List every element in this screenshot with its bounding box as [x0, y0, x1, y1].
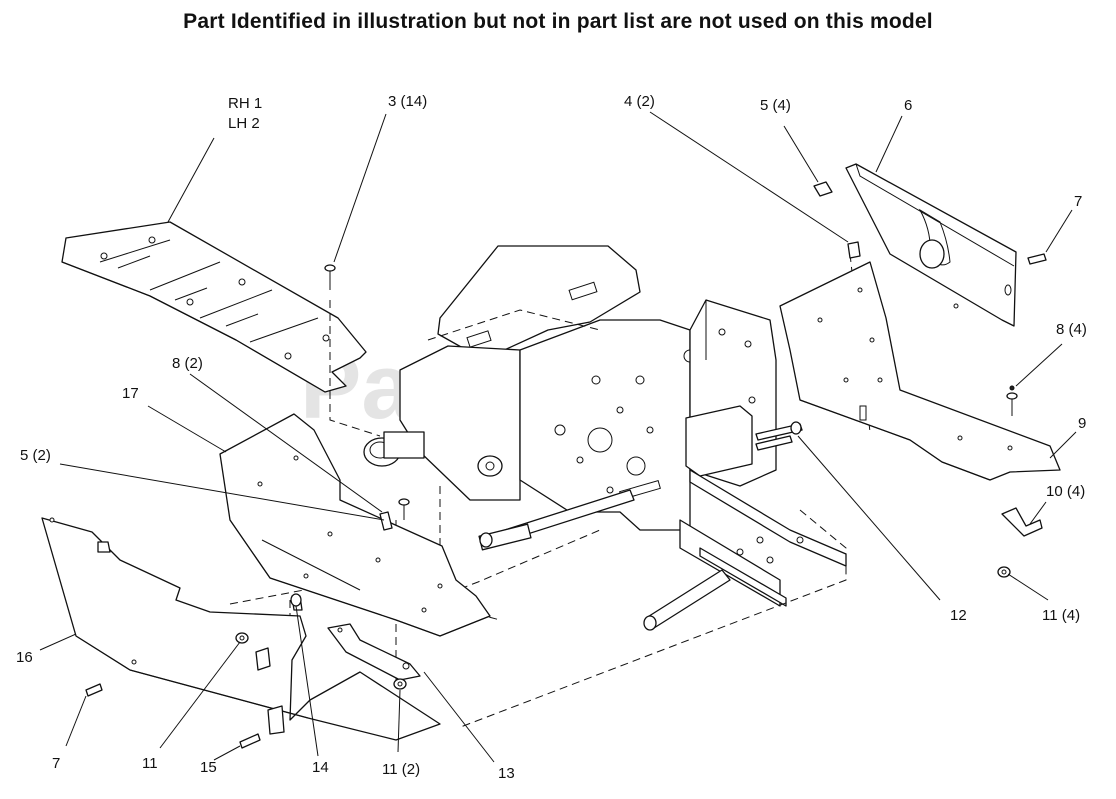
- plate-6: [845, 163, 1017, 327]
- callout-labels: RH 1 LH 2 3 (14) 4 (2) 5 (4) 6 7 8 (4) 9…: [16, 93, 1087, 782]
- callout-7-right: 7: [1074, 193, 1082, 210]
- callout-rh1: RH 1: [228, 95, 262, 112]
- plate-9: [779, 261, 1061, 481]
- callout-7-left: 7: [52, 755, 60, 772]
- callout-3: 3 (14): [388, 93, 427, 110]
- callout-5-left: 5 (2): [20, 447, 51, 464]
- diagram-title: Part Identified in illustration but not …: [183, 10, 933, 33]
- footrest-plate: [61, 221, 367, 393]
- callout-11-left: 11: [142, 755, 158, 772]
- callout-8-right: 8 (4): [1056, 321, 1087, 338]
- bracket-13: [327, 623, 421, 681]
- hardware: [85, 181, 1047, 749]
- callout-11-right: 11 (4): [1042, 607, 1080, 624]
- callout-9: 9: [1078, 415, 1086, 432]
- callout-8-left: 8 (2): [172, 355, 203, 372]
- main-frame: [363, 245, 847, 631]
- callout-6: 6: [904, 97, 912, 114]
- callout-17: 17: [122, 385, 139, 402]
- screw-3: [324, 264, 336, 290]
- callout-lh2: LH 2: [228, 115, 260, 132]
- callout-13: 13: [498, 765, 515, 782]
- leader-lines: [39, 111, 1077, 763]
- plate-17: [219, 413, 491, 637]
- callout-12: 12: [950, 607, 967, 624]
- callout-4: 4 (2): [624, 93, 655, 110]
- callout-14: 14: [312, 759, 329, 776]
- callout-5-top: 5 (4): [760, 97, 791, 114]
- plate-16: [41, 517, 441, 741]
- callout-10: 10 (4): [1046, 483, 1085, 500]
- bracket-14: [290, 593, 303, 611]
- callout-15: 15: [200, 759, 217, 776]
- callout-11-bottom: 11 (2): [382, 761, 420, 778]
- callout-16: 16: [16, 649, 33, 666]
